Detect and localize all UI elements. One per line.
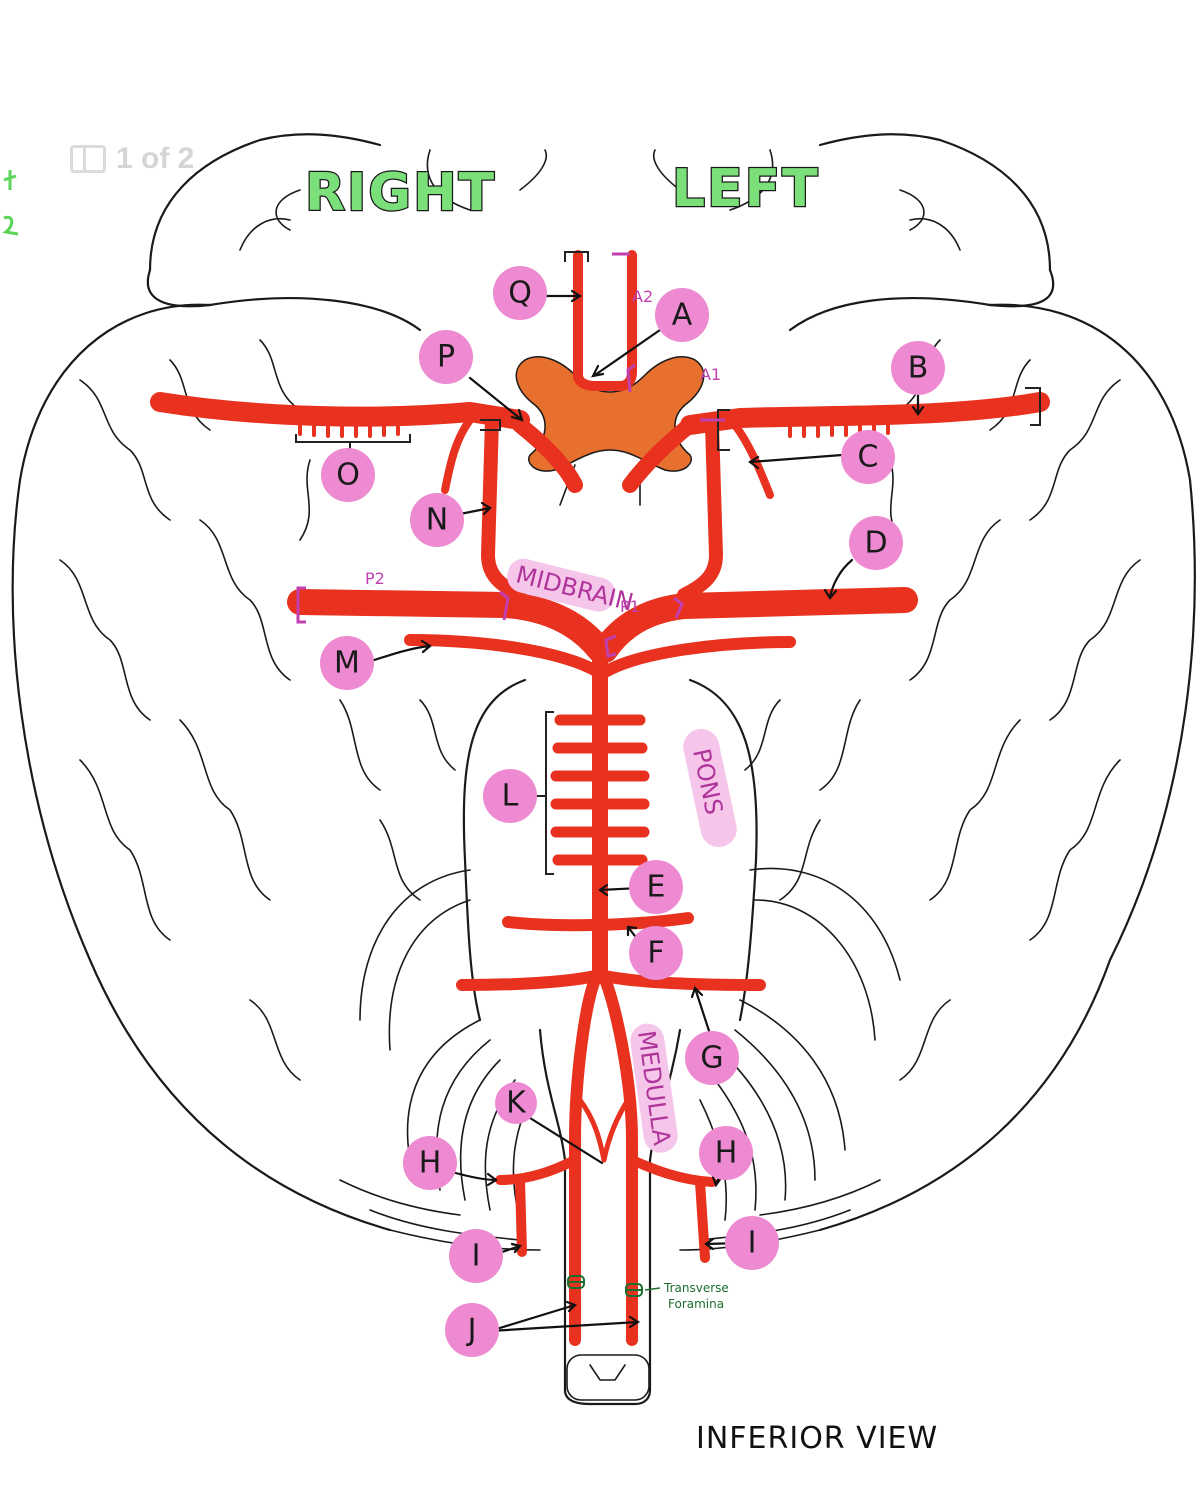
label-b: B [891, 341, 945, 395]
segment-label-p2: P2 [365, 569, 385, 588]
note-transverse: Transverse [663, 1281, 729, 1295]
page-count: 1 of 2 [116, 142, 195, 175]
posterior-communicating-right [481, 413, 527, 602]
pontine-arteries [550, 714, 650, 866]
svg-text:N: N [426, 503, 448, 538]
svg-text:I: I [748, 1226, 757, 1261]
pages-icon [70, 145, 106, 173]
superior-cerebellar-artery-left [599, 636, 796, 678]
vertebral-artery-right [569, 969, 603, 1346]
view-label: INFERIOR VIEW [696, 1421, 938, 1456]
brain-outline [11, 133, 1196, 1406]
brackets [295, 251, 1041, 875]
label-j: J [445, 1303, 499, 1357]
label-badges: Q A P B C O N D M L E F G K H H I I J [320, 266, 945, 1357]
svg-text:H: H [715, 1136, 738, 1171]
spinal-cord-section [566, 1354, 650, 1401]
label-i-right: I [449, 1229, 503, 1283]
label-i-left: I [725, 1216, 779, 1270]
svg-text:D: D [864, 526, 887, 561]
label-c: C [841, 430, 895, 484]
svg-text:J: J [466, 1313, 477, 1348]
side-label-right: RIGHT [305, 163, 496, 223]
svg-text:C: C [858, 440, 879, 475]
middle-cerebral-artery-right [150, 392, 530, 430]
optic-chiasm [515, 356, 705, 506]
side-label-left: LEFT [672, 159, 820, 219]
region-pons: PONS [683, 728, 737, 848]
svg-text:A: A [672, 298, 693, 333]
superior-cerebellar-artery-right [404, 634, 604, 678]
svg-text:K: K [506, 1086, 527, 1121]
svg-text:M: M [334, 646, 360, 681]
svg-text:Q: Q [508, 276, 532, 311]
label-e: E [629, 860, 683, 914]
segment-label-a2: A2 [632, 287, 653, 306]
svg-text:L: L [502, 779, 519, 814]
pointer-arrows [366, 289, 925, 1333]
label-l: L [483, 769, 537, 823]
transverse-foramen-icons [567, 1275, 661, 1297]
edge-marks [2, 170, 19, 236]
svg-text:P: P [437, 340, 455, 375]
label-o: O [321, 448, 375, 502]
label-d: D [849, 516, 903, 570]
note-foramina: Foramina [668, 1297, 724, 1311]
page-indicator[interactable]: 1 of 2 [70, 142, 194, 176]
label-m: M [320, 636, 374, 690]
svg-text:E: E [647, 870, 666, 905]
svg-text:G: G [700, 1041, 723, 1076]
svg-text:H: H [419, 1146, 442, 1181]
arterial-network [150, 250, 1050, 1346]
posterior-cerebral-artery-left [592, 587, 918, 663]
label-n: N [410, 493, 464, 547]
svg-text:I: I [472, 1239, 481, 1274]
label-h-right: H [403, 1136, 457, 1190]
svg-text:B: B [908, 351, 929, 386]
label-q: Q [493, 266, 547, 320]
cerebellum-left [679, 867, 901, 1251]
anterior-inferior-cerebellar-artery [502, 912, 694, 932]
svg-text:F: F [647, 936, 664, 971]
vertebral-artery-left [597, 969, 638, 1346]
segment-label-p1: P1 [620, 597, 640, 616]
label-g: G [685, 1031, 739, 1085]
gyri-left [744, 339, 1141, 1081]
label-f: F [629, 926, 683, 980]
label-h-left: H [699, 1126, 753, 1180]
anterior-cerebral-arteries [573, 250, 637, 391]
svg-text:O: O [336, 458, 360, 493]
label-k: K [495, 1082, 537, 1124]
gyri-right [59, 339, 456, 1081]
posterior-cerebral-artery-right [287, 589, 613, 663]
segment-label-a1: A1 [700, 365, 721, 384]
posterior-communicating-left [677, 418, 723, 602]
middle-cerebral-artery-left [680, 392, 1050, 435]
label-p: P [419, 330, 473, 384]
label-a: A [655, 288, 709, 342]
